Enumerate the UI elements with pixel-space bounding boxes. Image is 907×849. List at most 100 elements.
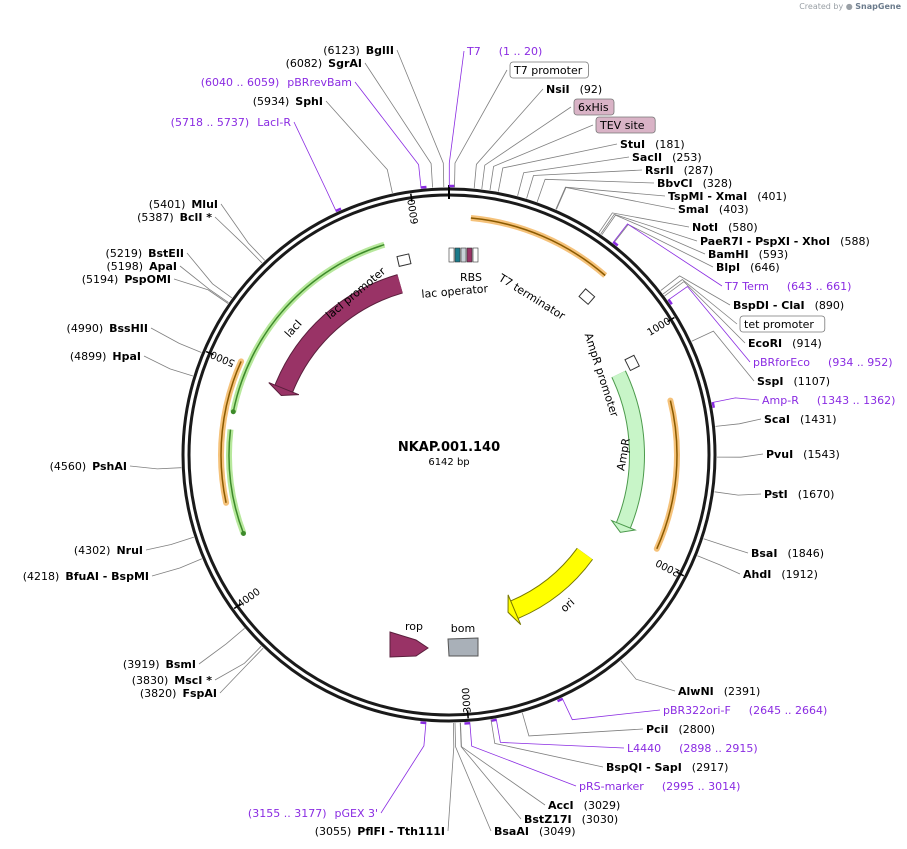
map-label: LacI-R (5718 .. 5737) [171,116,292,129]
site-position: (3055) [315,825,352,838]
map-label: BclI *(5387) [137,211,212,224]
site-name: PshAI [92,460,127,473]
feature-name: Amp-R [762,394,799,407]
feature-name: pBRforEco [753,356,810,369]
map-label: pGEX 3' (3155 .. 3177) [248,807,378,820]
leader-line [460,722,546,806]
feature-range: (2645 .. 2664) [749,704,828,717]
site-position: (5219) [106,247,143,260]
map-label: TEV site [595,116,656,134]
leader-line [667,285,751,363]
site-name: MluI [191,198,218,211]
feature-tick [420,721,427,725]
leader-line [447,722,455,832]
leader-line [150,327,202,353]
feature-tick [490,718,497,722]
map-label: pBRforEco(934 .. 952) [753,356,893,369]
map-label: AhdI(1912) [743,568,818,581]
site-position: (181) [655,138,685,151]
map-label: NsiI(92) [546,83,602,96]
map-label: SmaI(403) [678,203,749,216]
laci-label: lacI [282,317,304,340]
feature-range: (643 .. 661) [787,280,852,293]
map-label: NotI(580) [692,221,758,234]
feature-name: LacI-R [257,116,291,129]
site-name: StuI [620,138,645,151]
site-name: EcoRI [748,337,782,350]
leader-line [490,719,604,768]
site-position: (287) [684,164,714,177]
map-label: SacII(253) [632,151,702,164]
map-label: pBR322ori-F(2645 .. 2664) [663,704,827,717]
map-label: pBRrevBam(6040 .. 6059) [201,76,352,89]
map-label: BstZ17I(3030) [524,813,618,826]
site-position: (4302) [74,544,111,557]
feature-range: (5718 .. 5737) [171,116,250,129]
map-label: BfuAI - BspMI(4218) [23,570,149,583]
feature-name: T7 Term [724,280,769,293]
leader-line [612,223,723,287]
leader-line [521,712,644,737]
map-label: FspAI(3820) [140,687,217,700]
feature-name: pGEX 3' [334,807,378,820]
map-label: BbvCI(328) [657,177,732,190]
leader-line [473,88,544,189]
feature-name: L4440 [627,742,661,755]
site-position: (4560) [50,460,87,473]
map-label: SspI(1107) [757,375,830,388]
site-name: AlwNI [678,685,714,698]
map-label: ApaI(5198) [107,260,177,273]
bom-block [447,637,479,657]
site-position: (914) [792,337,822,350]
site-position: (3030) [582,813,619,826]
site-position: (1431) [800,413,837,426]
expression-element-box [466,247,473,263]
label-box [573,98,615,116]
site-name: BbvCI [657,177,693,190]
leader-line [219,647,264,694]
map-label: pRS-marker(2995 .. 3014) [579,780,740,793]
leader-line [151,558,203,577]
leader-line [536,178,655,203]
site-name: BfuAI - BspMI [65,570,149,583]
site-position: (646) [750,261,780,274]
site-name: HpaI [112,350,141,363]
map-label: PshAI (4560) [50,460,127,473]
ampr-promoter-arrow [624,354,640,372]
tick-label: 4000 [236,587,263,611]
ampr-arrow-body [612,370,644,528]
map-label: PflFI - Tth111I(3055) [315,825,445,838]
site-name: BsaAI [494,825,529,838]
primer-binding-arc-core [220,361,242,503]
leader-line [555,186,666,210]
leader-line [214,645,262,681]
green-arc-head [230,409,236,415]
leader-line [469,722,577,787]
feature-tick [667,299,673,305]
tick-mark [676,571,685,577]
site-position: (1846) [787,547,824,560]
leader-line [526,169,643,199]
site-position: (2391) [724,685,761,698]
expression-element-box [460,247,467,263]
site-position: (253) [672,151,702,164]
green-arc-head [240,530,246,536]
site-position: (6123) [323,44,360,57]
map-label: ScaI(1431) [764,413,837,426]
leader-line [598,212,690,234]
site-position: (5194) [82,273,119,286]
map-label: BglII(6123) [323,44,394,57]
laci-arrow-head [268,382,300,396]
site-name: PstI [764,488,788,501]
plasmid-name: NKAP.001.140 [398,440,500,455]
map-label: BssHII(4990) [67,322,148,335]
map-label: MluI(5401) [149,198,218,211]
leader-line [489,124,594,191]
map-label: AlwNI (2391) [678,685,760,698]
ori-label: ori [558,596,577,615]
feature-range: (3155 .. 3177) [248,807,327,820]
leader-line [454,69,508,188]
site-position: (3830) [132,674,169,687]
snapgene-logo-icon: ● [845,2,853,11]
leader-line [448,50,465,187]
